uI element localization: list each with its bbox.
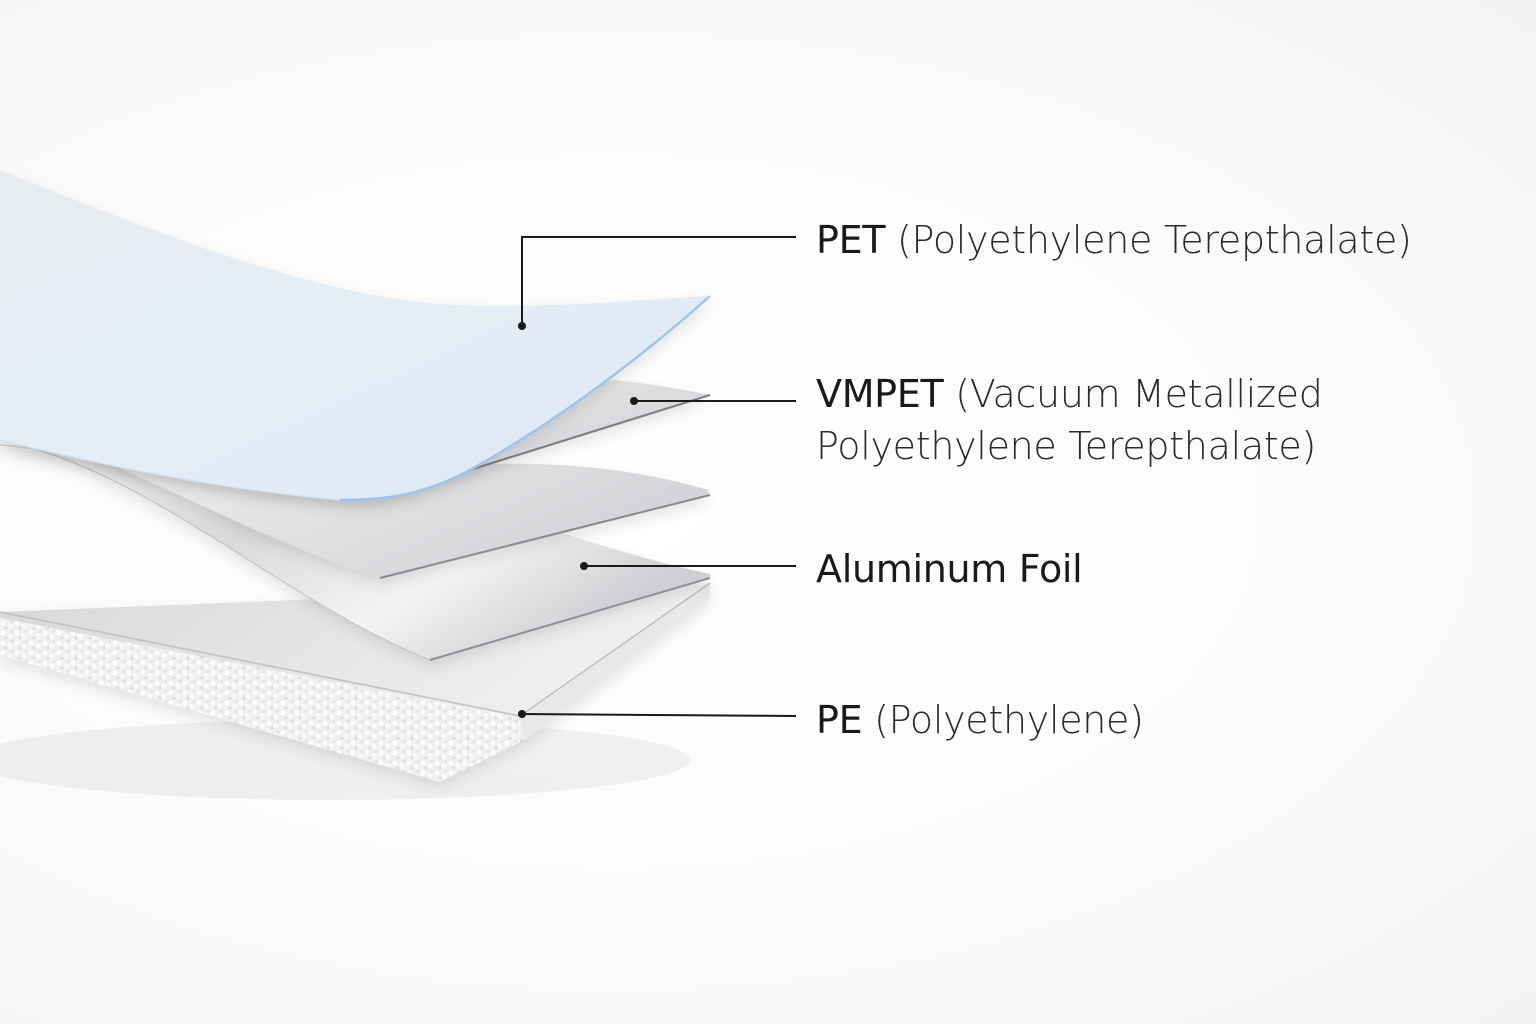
label-vmpet-full-line1: (Vacuum Metallized xyxy=(955,372,1323,416)
label-pet-abbr: PET xyxy=(816,218,886,262)
pet-layer xyxy=(0,170,711,502)
leader-vmpet xyxy=(630,397,796,405)
label-aluminum-foil: Aluminum Foil xyxy=(816,543,1083,595)
label-vmpet-abbr: VMPET xyxy=(816,372,944,416)
label-pet-full: (Polyethylene Terepthalate) xyxy=(897,218,1412,262)
label-vmpet: VMPET (Vacuum Metallized Polyethylene Te… xyxy=(816,368,1323,472)
label-pet: PET (Polyethylene Terepthalate) xyxy=(816,214,1412,266)
leader-aluminum-foil xyxy=(580,562,796,570)
label-pe-abbr: PE xyxy=(816,698,863,742)
leader-pet xyxy=(518,236,796,330)
label-pe-full: (Polyethylene) xyxy=(874,698,1144,742)
leader-pe xyxy=(518,710,797,718)
label-pe: PE (Polyethylene) xyxy=(816,694,1144,746)
label-aluminum-foil-abbr: Aluminum Foil xyxy=(816,547,1083,591)
label-vmpet-full-line2: Polyethylene Terepthalate) xyxy=(816,424,1317,468)
